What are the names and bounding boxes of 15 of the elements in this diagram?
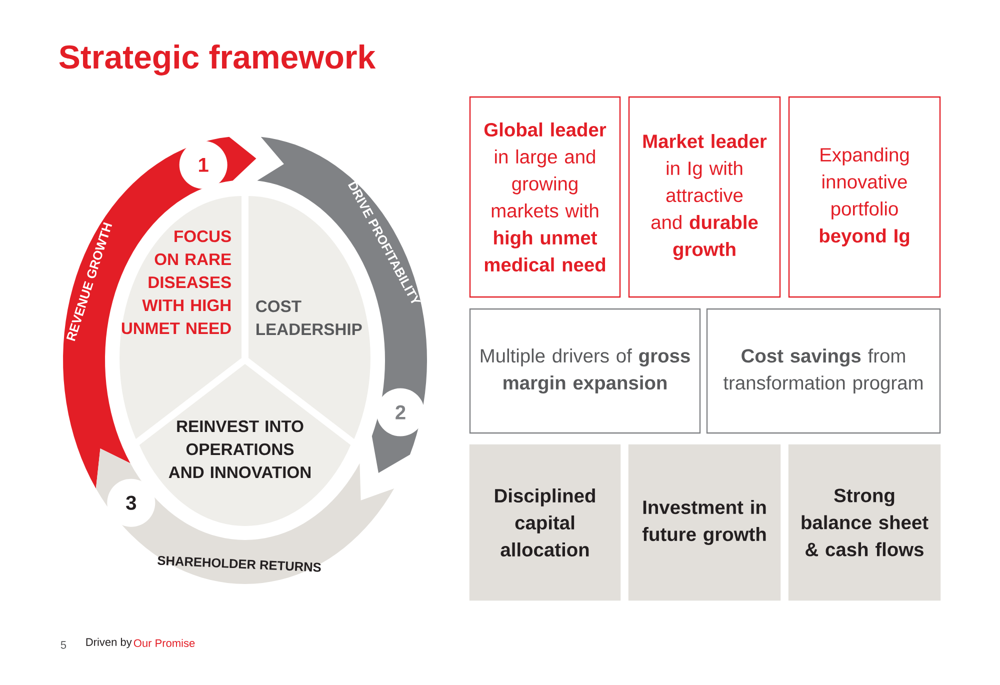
text-box: Expanding innovative portfolio beyond Ig: [788, 96, 941, 298]
page-number: 5: [60, 641, 66, 649]
footer-text: Our Promise: [134, 638, 195, 648]
node-label: COST LEADERSHIP: [256, 300, 362, 336]
text-box: Market leader in Ig with attractive and durable growth: [628, 96, 781, 298]
node-label: FOCUS ON RARE DISEASES WITH HIGH UNMET NEED: [122, 230, 231, 334]
text-box: Multiple drivers of gross margin expansion: [469, 308, 701, 434]
text-box: Strong balance sheet & cash flows: [788, 444, 941, 601]
pie-sector: REINVEST INTO OPERATIONS AND INNOVATION: [139, 364, 351, 526]
text-box: Cost savings from transformation program: [706, 308, 941, 434]
footer-text: Driven by: [86, 638, 132, 648]
text-box: Global leader in large and growing markets with high unmet medical need: [469, 96, 621, 298]
title: Strategic framework: [59, 44, 376, 76]
text-box: Disciplined capital allocation: [469, 444, 621, 601]
text-box: Investment in future growth: [628, 444, 781, 601]
